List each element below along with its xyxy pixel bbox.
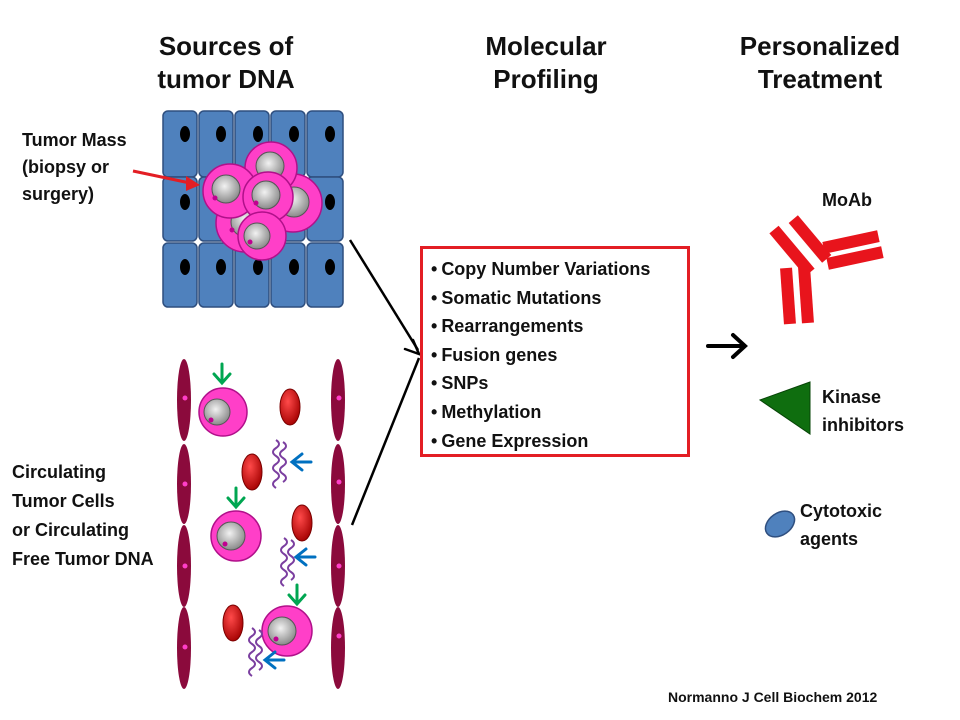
kinase-inhibitors-label: Kinase inhibitors [822, 387, 904, 435]
cytotoxic-agents-label: Cytotoxic agents [800, 501, 883, 549]
tissue-cell [162, 242, 198, 308]
profiling-item: Fusion genes [431, 341, 687, 370]
blood-vessel-right-wall [331, 359, 345, 689]
free-dna-strand [248, 627, 263, 677]
profiling-item: Rearrangements [431, 312, 687, 341]
tissue-cell [306, 242, 344, 308]
treatment-arrow-icon [706, 333, 748, 359]
tissue-cell [306, 110, 344, 178]
red-blood-cell [241, 453, 263, 491]
heading-sources: Sources of tumor DNA [157, 31, 295, 94]
free-dna-strand [280, 537, 295, 587]
tumor-mass-pointer-arrow [132, 169, 200, 191]
profiling-item: Methylation [431, 398, 687, 427]
circulating-tumor-label: Circulating Tumor Cells or Circulating F… [12, 462, 154, 569]
profiling-item: Somatic Mutations [431, 284, 687, 313]
green-arrow-icon [287, 583, 307, 607]
blood-vessel-left-wall [177, 359, 191, 689]
red-blood-cell [291, 504, 313, 542]
converging-arrows [348, 239, 422, 526]
citation: Normanno J Cell Biochem 2012 [668, 689, 878, 705]
profiling-item: Gene Expression [431, 427, 687, 456]
circulating-tumor-cell [210, 510, 262, 562]
cytotoxic-agent-icon [764, 510, 796, 538]
profiling-item: SNPs [431, 369, 687, 398]
tumor-mass-label: Tumor Mass (biopsy or surgery) [22, 130, 127, 204]
blue-arrow-icon [293, 547, 317, 567]
profiling-item: Copy Number Variations [431, 255, 687, 284]
red-blood-cell [279, 388, 301, 426]
heading-personalized-treatment: Personalized Treatment [739, 31, 901, 94]
tissue-cell [162, 176, 198, 242]
heading-molecular-profiling: Molecular Profiling [485, 31, 607, 94]
green-arrow-icon [212, 362, 232, 386]
red-blood-cell [222, 604, 244, 642]
blue-arrow-icon [262, 650, 286, 670]
circulating-tumor-cell [198, 387, 248, 437]
circulating-tumor-cell [261, 605, 313, 657]
blue-arrow-icon [289, 452, 313, 472]
free-dna-strand [272, 439, 287, 489]
tissue-cell [198, 242, 234, 308]
tissue-cell [270, 242, 306, 308]
tumor-mass-cluster [202, 141, 323, 261]
moab-label: MoAb [822, 190, 872, 210]
tissue-cell [198, 110, 234, 178]
green-arrow-icon [226, 486, 246, 510]
antibody-icon [769, 215, 884, 325]
kinase-inhibitor-icon [758, 381, 811, 435]
tumor-cell [237, 211, 287, 261]
molecular-profiling-box: Copy Number Variations Somatic Mutations… [420, 246, 690, 457]
tissue-cell [162, 110, 198, 178]
profiling-list: Copy Number Variations Somatic Mutations… [431, 255, 687, 455]
